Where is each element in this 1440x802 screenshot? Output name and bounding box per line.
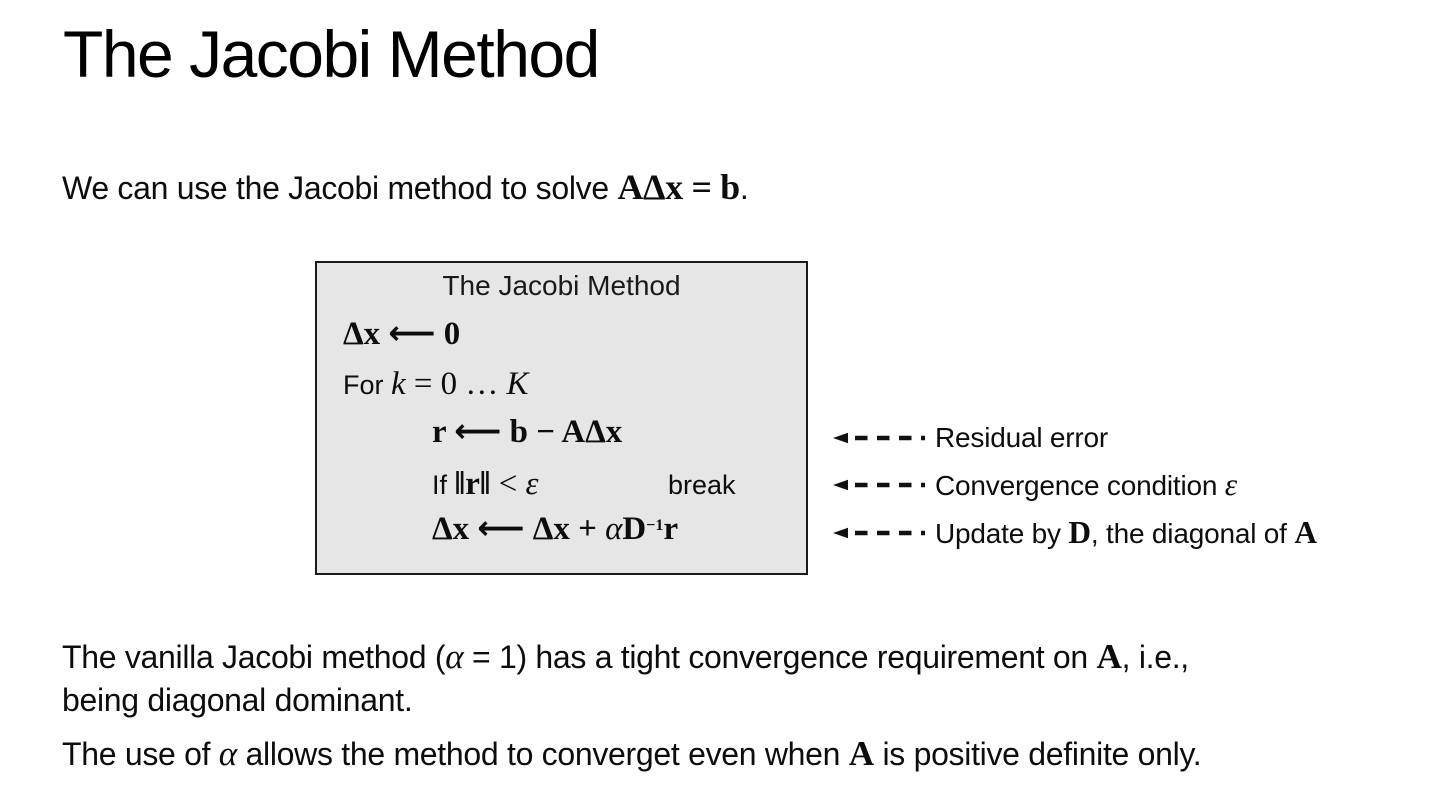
slide-title: The Jacobi Method: [63, 17, 600, 91]
footer-paragraph-1-line-2: being diagonal dominant.: [62, 682, 413, 718]
code-line-condition: If ‖r‖ < ε: [432, 466, 539, 502]
dashed-arrow-icon: [833, 432, 925, 444]
footer-paragraph-2: The use of α allows the method to conver…: [62, 734, 1202, 773]
algorithm-box-title: The Jacobi Method: [442, 270, 681, 301]
code-line-update: Δx ⟵ Δx + αD−1r: [432, 507, 679, 547]
dashed-arrow-icon: [833, 479, 925, 491]
annotation-row-residual: Residual error: [833, 421, 1108, 455]
annotation-row-condition: Convergence condition ε: [833, 468, 1237, 502]
annotation-label: Residual error: [935, 422, 1109, 453]
annotation-row-update: Update by D, the diagonal of A: [833, 516, 1317, 550]
algorithm-box: The Jacobi Method Δx ⟵ 0 For k = 0 … K r…: [315, 261, 808, 575]
code-line-loop: For k = 0 … K: [343, 366, 529, 402]
code-line-residual: r ⟵ b − AΔx: [432, 411, 623, 450]
annotation-label: Update by D, the diagonal of A: [935, 514, 1317, 550]
footer-paragraph-1: The vanilla Jacobi method (α = 1) has a …: [62, 636, 1189, 722]
break-label: break: [668, 470, 736, 500]
footer-paragraph-1-line-1: The vanilla Jacobi method (α = 1) has a …: [62, 637, 1189, 676]
dashed-arrow-icon: [833, 527, 925, 539]
annotation-label: Convergence condition ε: [935, 466, 1237, 502]
code-line-init: Δx ⟵ 0: [343, 313, 461, 352]
intro-paragraph: We can use the Jacobi method to solve AΔ…: [62, 167, 749, 207]
